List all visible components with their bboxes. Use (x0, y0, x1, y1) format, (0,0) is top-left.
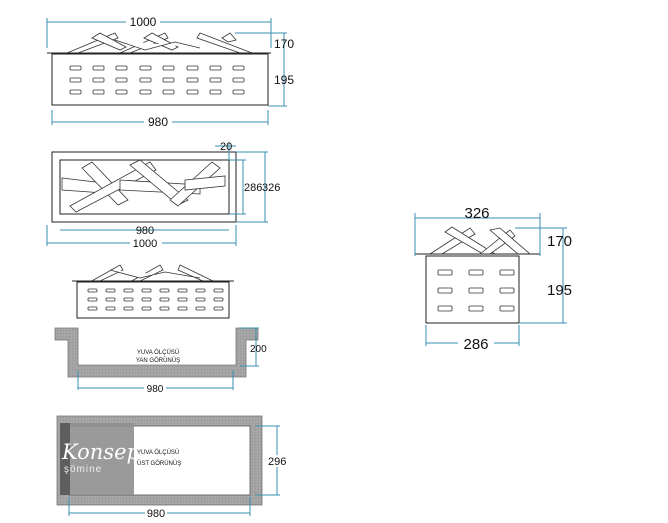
vent-slot (177, 297, 188, 302)
dim-side-depth-top: 326 (464, 205, 489, 222)
vent-slot (141, 288, 152, 293)
dim-inner-width: 980 (136, 225, 154, 237)
front-view: 1000 170 195 980 (46, 15, 294, 129)
side-vent-slots (437, 269, 515, 312)
vent-slot (177, 288, 188, 293)
vent-slot (195, 306, 206, 311)
dim-outer-width: 1000 (133, 238, 157, 250)
vent-slot (195, 288, 206, 293)
small-front-view (72, 264, 234, 319)
vent-slot (105, 306, 116, 311)
vent-slot (92, 65, 105, 71)
vent-slot (92, 77, 105, 83)
dim-side-body-height: 195 (547, 282, 572, 299)
dim-body-height: 195 (274, 73, 294, 87)
vent-slot (437, 269, 453, 276)
vent-slot (213, 288, 224, 293)
vent-slot (213, 306, 224, 311)
front-body (51, 53, 269, 106)
svg-text:Konsept: Konsept (61, 440, 149, 464)
vent-slot (232, 89, 245, 95)
vent-slot (499, 269, 515, 276)
vent-slot (186, 89, 199, 95)
vent-slot (139, 77, 152, 83)
dim-outer-depth: 326 (262, 182, 280, 194)
vent-slot (468, 269, 484, 276)
top-logs (61, 159, 226, 213)
niche-side-title-2: YAN GÖRÜNÜŞ (136, 357, 180, 364)
vent-slot (123, 297, 134, 302)
dim-niche-depth: 296 (268, 456, 286, 468)
vent-slot (437, 287, 453, 294)
vent-slot (69, 89, 82, 95)
front-logs (66, 32, 253, 54)
vent-slot (141, 297, 152, 302)
dim-side-log-height: 170 (547, 233, 572, 250)
vent-slot (123, 306, 134, 311)
vent-slot (209, 89, 222, 95)
vent-slot (468, 287, 484, 294)
dim-wall: 20 (220, 141, 232, 153)
dim-side-depth-bottom: 286 (463, 336, 488, 353)
vent-slot (437, 305, 453, 312)
front-dimensions: 1000 170 195 980 (46, 15, 294, 129)
dim-width-bottom: 980 (148, 115, 168, 129)
vent-slot (213, 297, 224, 302)
konsept-somine-logo: Konsept şömine (60, 423, 149, 495)
front-vent-slots (69, 65, 245, 95)
top-view: 20 286 326 980 1000 (46, 141, 280, 250)
vent-slot (159, 306, 170, 311)
vent-slot (159, 288, 170, 293)
vent-slot (177, 306, 188, 311)
vent-slot (139, 65, 152, 71)
vent-slot (162, 77, 175, 83)
vent-slot (162, 89, 175, 95)
vent-slot (195, 297, 206, 302)
vent-slot (141, 306, 152, 311)
vent-slot (159, 297, 170, 302)
vent-slot (162, 65, 175, 71)
small-front-vent-slots (87, 288, 224, 311)
vent-slot (232, 77, 245, 83)
side-view: 326 170 195 286 (414, 205, 572, 353)
vent-slot (69, 65, 82, 71)
dim-inner-depth: 286 (244, 182, 262, 194)
vent-slot (92, 89, 105, 95)
dim-niche-top-width: 980 (147, 508, 165, 520)
vent-slot (468, 305, 484, 312)
vent-slot (209, 77, 222, 83)
dim-niche-height: 200 (250, 344, 267, 355)
vent-slot (69, 77, 82, 83)
vent-slot (186, 77, 199, 83)
vent-slot (105, 297, 116, 302)
vent-slot (105, 288, 116, 293)
niche-top-title-1: YUVA ÖLÇÜSÜ (137, 449, 179, 456)
dim-width-top: 1000 (130, 15, 157, 29)
vent-slot (115, 65, 128, 71)
svg-text:şömine: şömine (64, 464, 102, 475)
vent-slot (87, 288, 98, 293)
vent-slot (186, 65, 199, 71)
vent-slot (499, 287, 515, 294)
vent-slot (139, 89, 152, 95)
niche-top-title-2: ÜST GÖRÜNÜŞ (137, 460, 181, 467)
vent-slot (87, 297, 98, 302)
vent-slot (115, 77, 128, 83)
niche-side-view: YUVA ÖLÇÜSÜ YAN GÖRÜNÜŞ 200 980 (54, 327, 267, 395)
vent-slot (209, 65, 222, 71)
niche-side-title-1: YUVA ÖLÇÜSÜ (137, 349, 179, 356)
vent-slot (232, 65, 245, 71)
niche-top-view: Konsept şömine YUVA ÖLÇÜSÜ ÜST GÖRÜNÜŞ 2… (56, 415, 290, 520)
dim-niche-side-width: 980 (147, 384, 164, 395)
vent-slot (123, 288, 134, 293)
vent-slot (87, 306, 98, 311)
dim-log-height: 170 (274, 37, 294, 51)
vent-slot (499, 305, 515, 312)
vent-slot (115, 89, 128, 95)
